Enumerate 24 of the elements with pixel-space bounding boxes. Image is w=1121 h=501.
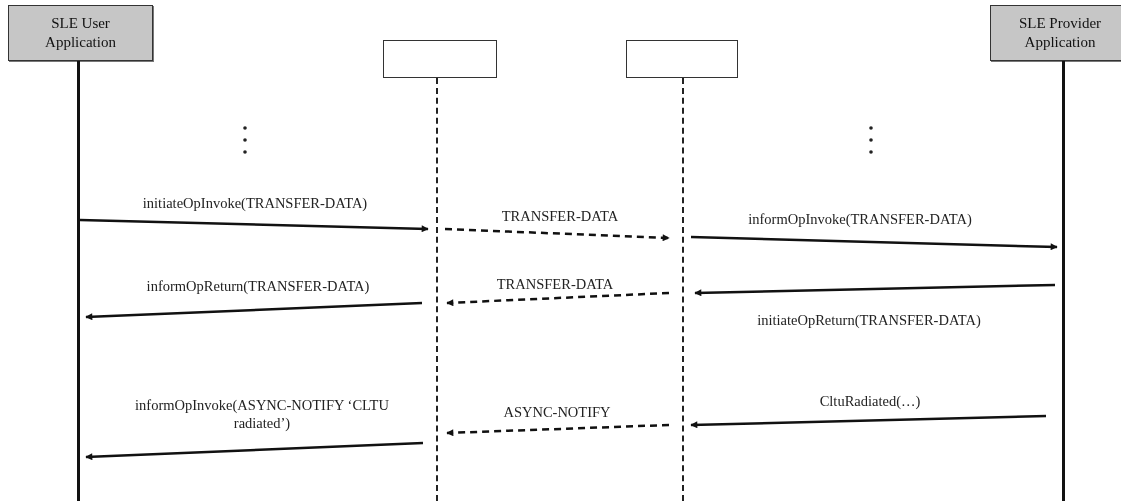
message-arrow: [79, 218, 429, 233]
empty-participant-box: [626, 40, 738, 78]
dashed-message-arrow: [444, 227, 670, 242]
edge-label: initiateOpReturn(TRANSFER-DATA): [755, 311, 983, 329]
message-arrow: [690, 235, 1058, 251]
participant-name: SLE User Application: [44, 14, 117, 52]
edge-label: informOpReturn(TRANSFER-DATA): [144, 277, 372, 295]
lifeline: [682, 78, 684, 501]
edge-label: informOpInvoke(TRANSFER-DATA): [746, 210, 974, 228]
lifeline: [436, 78, 438, 501]
message-arrow: [85, 441, 424, 461]
lifeline: [76, 61, 80, 501]
edge-label: CltuRadiated(…): [817, 392, 923, 410]
dashed-message-arrow: [446, 291, 670, 307]
message-arrow: [85, 301, 423, 321]
message-arrow: [694, 283, 1056, 297]
dashed-message-arrow: [446, 423, 670, 437]
lifeline: [1061, 61, 1065, 501]
participant-name: SLE Provider Application: [1017, 14, 1103, 52]
empty-participant-box: [383, 40, 497, 78]
participant-box: [990, 5, 1121, 61]
message-arrow: [690, 414, 1047, 429]
participant-box: [8, 5, 153, 61]
edge-label: initiateOpInvoke(TRANSFER-DATA): [140, 194, 370, 212]
